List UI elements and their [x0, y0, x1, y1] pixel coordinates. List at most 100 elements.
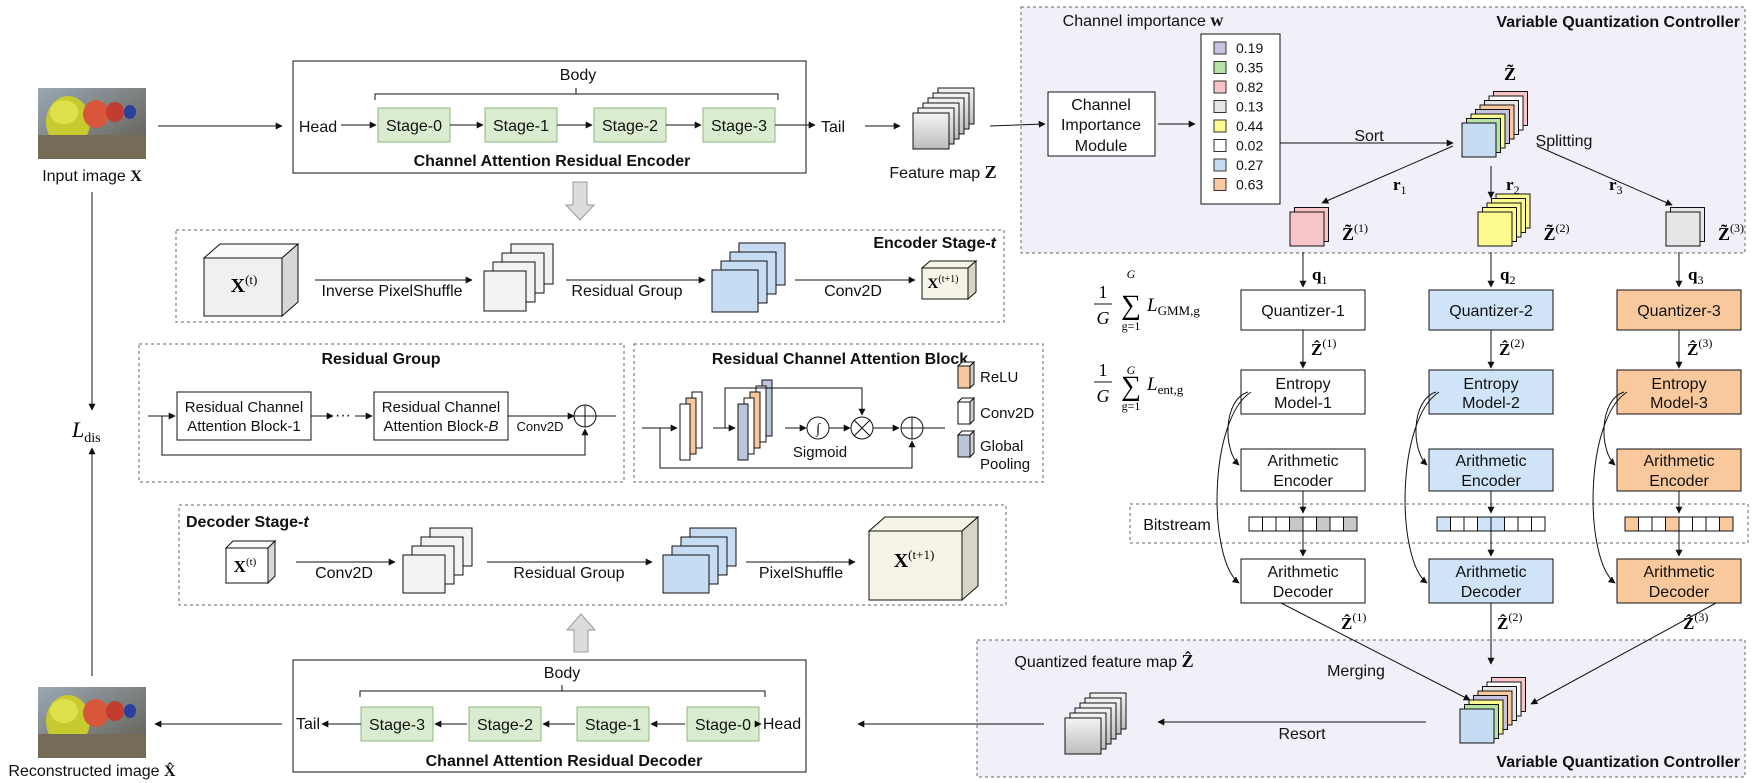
- bitstream-bit: [1477, 516, 1492, 532]
- legend-label: Conv2D: [980, 405, 1034, 422]
- rg-block-b-line2: Attention Block-B: [383, 418, 498, 435]
- gray-arrow-up: [565, 613, 597, 653]
- decoder-body-label: Body: [544, 665, 580, 682]
- rg-block-1-line1: Residual Channel: [185, 399, 303, 416]
- feature-map-layer: [912, 112, 950, 150]
- feature-map-stack: [912, 87, 975, 150]
- arith-encoder-label: Encoder: [1461, 473, 1521, 490]
- quantized-feature-label: Quantized feature map Ẑ: [1014, 650, 1193, 671]
- splitting-label: Splitting: [1536, 133, 1593, 150]
- entropy-model-label: Entropy: [1463, 376, 1518, 393]
- resort-label: Resort: [1278, 726, 1326, 743]
- bitstream-bit: [1719, 516, 1734, 532]
- arith-decoder-label: Arithmetic: [1455, 564, 1526, 581]
- encoder-body-label: Body: [560, 67, 596, 84]
- gray-arrow-down: [564, 181, 596, 221]
- dec-stage-output-cube: [867, 515, 980, 602]
- arith-encoder-box: [1240, 448, 1366, 492]
- bitstream-bit: [1450, 516, 1465, 532]
- entropy-model-box: [1428, 369, 1554, 415]
- importance-list: 0.190.350.820.130.440.020.270.63: [1213, 40, 1263, 193]
- z-hat-gray-layer: [1064, 717, 1102, 755]
- rcab-skip-mult: [724, 387, 866, 428]
- svg-text:g=1: g=1: [1122, 399, 1141, 413]
- quantizer-box: [1240, 289, 1366, 331]
- bitstream-bit: [1705, 516, 1720, 532]
- entropy-model-label: Entropy: [1651, 376, 1706, 393]
- rcab-title: Residual Channel Attention Block: [712, 351, 968, 368]
- encoder-stages: Stage-0 Stage-1 Stage-2 Stage-3: [341, 107, 816, 143]
- rg-block-b-line1: Residual Channel: [382, 399, 500, 416]
- decoder-stage-label: Stage-3: [369, 717, 425, 734]
- branch-columns: Z̃(1)r1q1Quantizer-1Ẑ(1)EntropyModel-1Ar…: [1216, 175, 1744, 705]
- rcab-stack-2: [737, 379, 773, 461]
- svg-text:G: G: [1097, 308, 1110, 328]
- decoder-tail: Tail: [296, 716, 320, 733]
- bitstream-bit: [1665, 516, 1680, 532]
- loss-gmm: 1 G G ∑ g=1 LGMM,g: [1094, 267, 1200, 333]
- importance-swatch: [1213, 178, 1227, 191]
- loss-ent: 1 G G ∑ g=1 Lent,g: [1094, 360, 1184, 413]
- rcab-stack-1: [679, 391, 703, 461]
- encoder-body-brace: [374, 88, 779, 100]
- arrow-split-1: [1321, 145, 1454, 204]
- enc-stage-input-symbol: X(t): [231, 272, 258, 297]
- enc-stage-op2: Residual Group: [571, 283, 682, 300]
- vqc-bottom-title: Variable Quantization Controller: [1496, 754, 1740, 771]
- arrow-feature-to-cim: [989, 120, 1046, 128]
- arith-encoder-label: Encoder: [1649, 473, 1709, 490]
- importance-value: 0.02: [1236, 138, 1263, 154]
- encoder-stage-label: Stage-0: [386, 118, 442, 135]
- encoder-stage-label: Stage-1: [493, 118, 549, 135]
- encoder-tail: Tail: [821, 119, 845, 136]
- merged-stack: [1459, 677, 1526, 744]
- decoder-stage-title: Decoder Stage-t: [186, 514, 309, 531]
- arrow-split-3: [1536, 145, 1673, 206]
- enc-gray-layer: [483, 270, 527, 312]
- encoder-stage-label: Stage-2: [602, 118, 658, 135]
- z-hat-symbol: Ẑ(2): [1499, 336, 1524, 359]
- quantized-feature-stack: [1064, 692, 1127, 755]
- rg-conv: Conv2D: [517, 419, 564, 434]
- input-image: [38, 88, 146, 159]
- bitstream-label: Bitstream: [1143, 517, 1211, 534]
- bitstream-bit: [1275, 516, 1290, 532]
- rg-block-1-line2: Attention Block-1: [187, 418, 300, 435]
- z-tilde-stack: [1461, 91, 1528, 158]
- residual-group-title: Residual Group: [321, 351, 440, 368]
- z-hat-out-symbol: Ẑ(1): [1341, 610, 1366, 633]
- enc-blue-layer: [711, 269, 759, 313]
- bitstream-bit: [1624, 516, 1639, 532]
- legend-swatch: [956, 360, 976, 390]
- rcab-layer: [679, 403, 691, 461]
- rcab-layer: [737, 403, 749, 461]
- arith-decoder-label: Decoder: [1649, 584, 1710, 601]
- arith-encoder-box: [1428, 448, 1554, 492]
- bitstream-bit: [1531, 516, 1546, 532]
- input-image-label: Input image X: [42, 168, 142, 185]
- dec-stage-blue-stack: [662, 527, 737, 594]
- importance-swatch: [1213, 139, 1227, 152]
- svg-text:g=1: g=1: [1122, 319, 1141, 333]
- importance-swatch: [1213, 158, 1227, 172]
- arrow-entropy-to-decoder: [1216, 391, 1252, 584]
- enc-stage-op3: Conv2D: [824, 283, 882, 300]
- arith-decoder-box: [1240, 558, 1366, 604]
- entropy-model-box: [1616, 369, 1742, 415]
- decoder-stage-label: Stage-2: [477, 717, 533, 734]
- decoder-body-brace: [359, 685, 766, 697]
- svg-text:∑: ∑: [1121, 371, 1141, 402]
- importance-swatch: [1213, 41, 1227, 55]
- rg-block-b: [373, 391, 509, 441]
- bitstream-bit: [1316, 516, 1331, 532]
- dec-stage-op3: PixelShuffle: [759, 565, 843, 582]
- encoder-stage-box: [484, 107, 558, 143]
- encoder-stage-title: Encoder Stage-t: [873, 235, 996, 252]
- encoder-stage-label: Stage-3: [711, 118, 767, 135]
- quantizer-box: [1428, 289, 1554, 331]
- legend-label: ReLU: [980, 369, 1018, 386]
- bitstream-bit: [1638, 516, 1653, 532]
- arith-decoder-box: [1428, 558, 1554, 604]
